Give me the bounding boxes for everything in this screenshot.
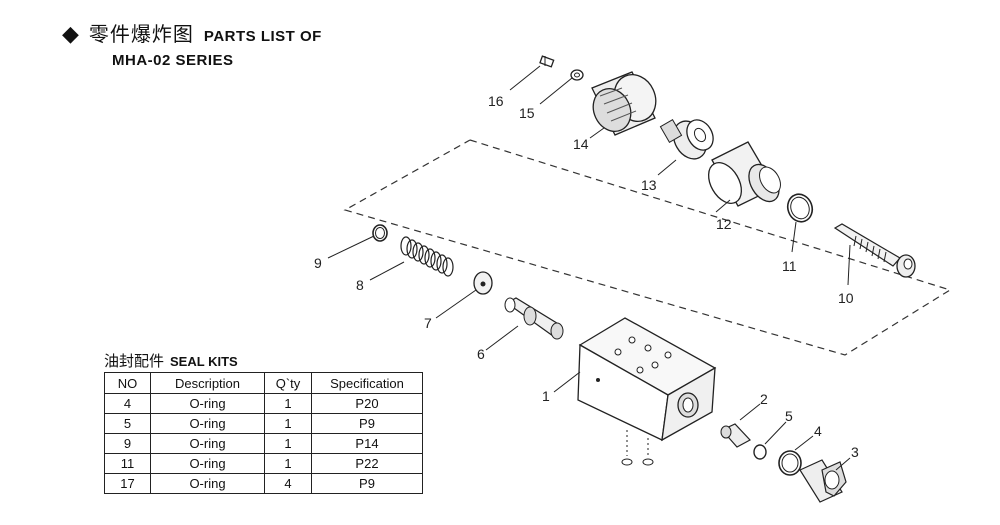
part-9-oring — [372, 224, 388, 242]
cell-specification: P22 — [311, 453, 423, 474]
column-header-specification: Specification — [311, 372, 423, 394]
part-label-5: 5 — [785, 408, 793, 424]
cell-description: O-ring — [150, 433, 265, 454]
column-header-qty: Q`ty — [264, 372, 312, 394]
cell-no: 17 — [104, 473, 151, 494]
title-english-line2: MHA-02 SERIES — [112, 52, 234, 69]
cell-no: 5 — [104, 413, 151, 434]
seal-kits-title: 油封配件 SEAL KITS — [104, 350, 238, 371]
part-13-locknut — [659, 119, 714, 160]
table-row: 11 O-ring 1 P22 — [104, 453, 423, 474]
leader-lines — [327, 65, 851, 471]
part-label-12: 12 — [716, 216, 732, 232]
part-16-screw — [539, 55, 555, 68]
part-label-15: 15 — [519, 105, 535, 121]
part-11-oring — [786, 193, 814, 223]
cell-qty: 4 — [264, 473, 312, 494]
part-10-adjust-screw — [833, 223, 916, 278]
cell-description: O-ring — [150, 453, 265, 474]
title-english-line1: PARTS LIST OF — [203, 28, 322, 45]
table-row: 4 O-ring 1 P20 — [104, 393, 423, 414]
cell-qty: 1 — [264, 453, 312, 474]
part-label-6: 6 — [477, 346, 485, 362]
cell-specification: P9 — [311, 473, 423, 494]
part-5-oring — [753, 444, 767, 460]
title-chinese: 零件爆炸图 — [88, 22, 194, 46]
part-3-fitting — [799, 459, 847, 503]
table-row: 17 O-ring 4 P9 — [104, 473, 423, 494]
part-4-oring — [778, 450, 802, 476]
part-2-plug — [720, 423, 751, 448]
cell-specification: P9 — [311, 413, 423, 434]
part-label-13: 13 — [641, 177, 657, 193]
part-6-spool — [504, 297, 564, 340]
part-7-disc — [473, 271, 493, 295]
part-label-7: 7 — [424, 315, 432, 331]
part-label-10: 10 — [838, 290, 854, 306]
table-row: 5 O-ring 1 P9 — [104, 413, 423, 434]
dashed-boundary — [343, 139, 952, 356]
seal-kits-title-chinese: 油封配件 — [104, 352, 165, 370]
diamond-icon: ◆ — [62, 22, 79, 47]
column-header-no: NO — [104, 372, 151, 394]
part-label-3: 3 — [851, 444, 859, 460]
cell-description: O-ring — [150, 393, 265, 414]
part-label-8: 8 — [356, 277, 364, 293]
seal-kits-title-english: SEAL KITS — [170, 354, 238, 369]
page-title: ◆ 零件爆炸图 PARTS LIST OF — [62, 18, 322, 47]
part-14-knob — [591, 71, 657, 136]
part-label-9: 9 — [314, 255, 322, 271]
cell-specification: P20 — [311, 393, 423, 414]
cell-qty: 1 — [264, 393, 312, 414]
cell-description: O-ring — [150, 413, 265, 434]
cell-no: 9 — [104, 433, 151, 454]
part-12-sleeve — [707, 141, 781, 207]
part-label-16: 16 — [488, 93, 504, 109]
part-1-valve-block — [577, 317, 717, 442]
cell-no: 11 — [104, 453, 151, 474]
cell-no: 4 — [104, 393, 151, 414]
part-8-spring — [400, 236, 454, 277]
part-label-1: 1 — [542, 388, 550, 404]
part-15-washer — [570, 69, 584, 81]
table-header-row: NO Description Q`ty Specification — [104, 372, 423, 394]
part-label-14: 14 — [573, 136, 589, 152]
cell-specification: P14 — [311, 433, 423, 454]
part-17-orings — [621, 430, 654, 466]
column-header-description: Description — [150, 372, 265, 394]
table-row: 9 O-ring 1 P14 — [104, 433, 423, 454]
seal-kits-table: NO Description Q`ty Specification 4 O-ri… — [104, 372, 423, 494]
cell-qty: 1 — [264, 413, 312, 434]
cell-qty: 1 — [264, 433, 312, 454]
part-label-11: 11 — [782, 258, 797, 274]
part-label-4: 4 — [814, 423, 822, 439]
cell-description: O-ring — [150, 473, 265, 494]
part-label-2: 2 — [760, 391, 768, 407]
